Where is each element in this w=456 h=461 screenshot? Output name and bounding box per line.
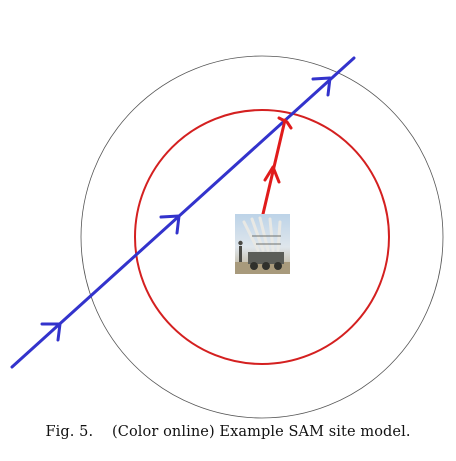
outer-range-circle: [80, 55, 444, 419]
intercept-path: [261, 116, 293, 216]
figure-caption: Fig. 5. (Color online) Example SAM site …: [45, 424, 411, 440]
target-trajectory: [10, 56, 356, 369]
intercept-arrowhead: [263, 165, 281, 184]
trajectory-arrowhead: [311, 76, 332, 97]
sam-launcher-icon: [235, 214, 290, 274]
intercept-point-marker: [277, 116, 293, 130]
inner-range-circle: [134, 109, 390, 365]
trajectory-arrowhead: [159, 214, 181, 235]
trajectory-arrowhead: [40, 322, 62, 342]
